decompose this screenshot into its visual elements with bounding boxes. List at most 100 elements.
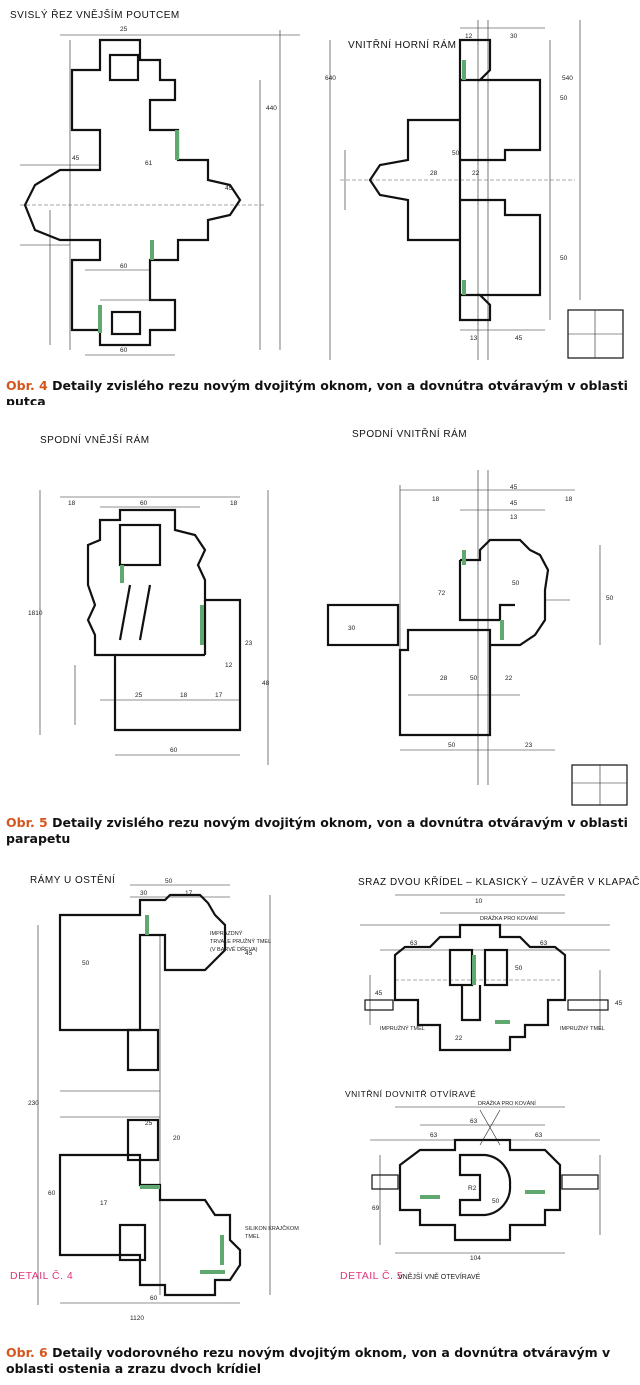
svg-text:SILIKON KRAJČKOM: SILIKON KRAJČKOM — [245, 1225, 299, 1232]
svg-text:12: 12 — [225, 662, 233, 669]
svg-text:48: 48 — [262, 680, 270, 687]
fig5-left-label: SPODNÍ VNĚJŠÍ RÁM — [40, 433, 150, 446]
fig4-left-label: SVISLÝ ŘEZ VNĚJŠÍM POUTCEM — [10, 8, 180, 21]
fig6-bottom-note: VNĚJŠÍ VNĚ OTEVÍRAVÉ — [398, 1272, 481, 1281]
figure-5-svg: SPODNÍ VNĚJŠÍ RÁM SPODNÍ VNITŘNÍ RÁM 18 … — [28, 427, 628, 806]
svg-text:50: 50 — [470, 675, 478, 682]
svg-text:17: 17 — [100, 1200, 108, 1207]
fig6-left-label: RÁMY U OSTĚNÍ — [30, 873, 115, 886]
svg-text:50: 50 — [560, 95, 568, 102]
figure-5-number: Obr. 5 — [6, 815, 48, 830]
fig6-left-detail: 50 30 17 50 17 60 60 1120 230 25 20 45 I… — [28, 878, 299, 1322]
fig6-right-detail-bottom: DRÁŽKA PRO KOVÁNÍ 63 63 63 R2 50 104 69 — [370, 1099, 601, 1262]
svg-text:60: 60 — [120, 263, 128, 270]
svg-text:60: 60 — [120, 347, 128, 354]
svg-text:10: 10 — [475, 898, 483, 905]
figure-5-caption-text: Detaily zvislého rezu novým dvojitým okn… — [6, 815, 628, 846]
svg-text:18: 18 — [432, 496, 440, 503]
svg-text:640: 640 — [325, 75, 336, 82]
svg-text:104: 104 — [470, 1255, 481, 1262]
svg-text:50: 50 — [448, 742, 456, 749]
svg-text:45: 45 — [245, 950, 253, 957]
svg-text:IMPRUŽNÝ TMEL: IMPRUŽNÝ TMEL — [380, 1024, 425, 1032]
figure-5-drawing: SPODNÍ VNĚJŠÍ RÁM SPODNÍ VNITŘNÍ RÁM 18 … — [0, 405, 640, 807]
svg-text:50: 50 — [492, 1198, 500, 1205]
svg-text:540: 540 — [562, 75, 573, 82]
svg-text:63: 63 — [430, 1132, 438, 1139]
fig5-right-detail: 18 45 45 18 13 50 28 50 22 50 23 30 50 7… — [326, 470, 628, 806]
figure-6-drawing: RÁMY U OSTĚNÍ SRAZ DVOU KŘÍDEL – KLASICK… — [0, 855, 640, 1325]
svg-text:45: 45 — [510, 484, 518, 491]
svg-text:18: 18 — [68, 500, 76, 507]
svg-text:25: 25 — [120, 26, 128, 33]
figure-6-caption: Obr. 6 Detaily vodorovného rezu novým dv… — [6, 1345, 632, 1377]
svg-text:20: 20 — [173, 1135, 181, 1142]
svg-text:13: 13 — [510, 514, 518, 521]
fig5-right-label: SPODNÍ VNITŘNÍ RÁM — [352, 427, 467, 440]
svg-text:22: 22 — [472, 170, 480, 177]
svg-text:25: 25 — [145, 1120, 153, 1127]
detail-4-label: DETAIL Č. 4 — [10, 1269, 73, 1282]
svg-text:63: 63 — [410, 940, 418, 947]
fig5-left-detail: 18 60 18 25 18 17 60 23 48 12 1810 — [28, 490, 270, 765]
svg-text:(V BARVĚ DŘEVA): (V BARVĚ DŘEVA) — [210, 945, 258, 953]
svg-text:50: 50 — [560, 255, 568, 262]
fig6-right-detail-top: 10 DRÁŽKA PRO KOVÁNÍ 63 63 50 IMPRUŽNÝ T… — [360, 894, 623, 1052]
figure-6-svg: RÁMY U OSTĚNÍ SRAZ DVOU KŘÍDEL – KLASICK… — [10, 873, 640, 1322]
svg-text:440: 440 — [266, 105, 277, 112]
svg-text:30: 30 — [510, 33, 518, 40]
svg-text:TRVALE PRUŽNÝ TMEL: TRVALE PRUŽNÝ TMEL — [210, 937, 271, 945]
svg-text:17: 17 — [215, 692, 223, 699]
svg-text:45: 45 — [72, 155, 80, 162]
svg-text:63: 63 — [540, 940, 548, 947]
svg-text:22: 22 — [455, 1035, 463, 1042]
svg-text:230: 230 — [28, 1100, 39, 1107]
figure-4-drawing: SVISLÝ ŘEZ VNĚJŠÍM POUTCEM VNITŘNÍ HORNÍ… — [0, 0, 640, 365]
svg-text:1810: 1810 — [28, 610, 43, 617]
svg-text:DRÁŽKA PRO KOVÁNÍ: DRÁŽKA PRO KOVÁNÍ — [480, 914, 538, 922]
svg-text:60: 60 — [150, 1295, 158, 1302]
svg-text:50: 50 — [82, 960, 90, 967]
fig6-right-label: SRAZ DVOU KŘÍDEL – KLASICKÝ – UZÁVĚR V K… — [358, 875, 640, 888]
svg-text:45: 45 — [375, 990, 383, 997]
fig4-left-detail: 45 25 61 60 60 45 440 — [20, 26, 300, 356]
svg-text:63: 63 — [535, 1132, 543, 1139]
svg-text:45: 45 — [515, 335, 523, 342]
svg-text:30: 30 — [348, 625, 356, 632]
svg-text:13: 13 — [470, 335, 478, 342]
fig4-right-label: VNITŘNÍ HORNÍ RÁM — [348, 38, 457, 51]
figure-4-number: Obr. 4 — [6, 378, 48, 393]
figure-6-number: Obr. 6 — [6, 1345, 48, 1360]
svg-text:45: 45 — [510, 500, 518, 507]
fig4-right-detail: 12 30 13 45 50 28 22 50 50 540 640 — [325, 20, 624, 360]
detail-5-label: DETAIL Č. 5 — [340, 1269, 403, 1282]
svg-text:12: 12 — [465, 33, 473, 40]
svg-text:1120: 1120 — [130, 1315, 144, 1322]
svg-text:30: 30 — [140, 890, 148, 897]
svg-text:22: 22 — [505, 675, 513, 682]
svg-text:18: 18 — [230, 500, 238, 507]
svg-text:61: 61 — [145, 160, 153, 167]
svg-text:72: 72 — [438, 590, 446, 597]
figure-4-svg: SVISLÝ ŘEZ VNĚJŠÍM POUTCEM VNITŘNÍ HORNÍ… — [10, 8, 624, 360]
svg-text:23: 23 — [245, 640, 253, 647]
svg-text:R2: R2 — [468, 1185, 477, 1192]
svg-text:18: 18 — [565, 496, 573, 503]
svg-text:28: 28 — [430, 170, 438, 177]
figure-5-caption: Obr. 5 Detaily zvislého rezu novým dvoji… — [6, 815, 632, 847]
svg-text:28: 28 — [440, 675, 448, 682]
svg-text:50: 50 — [452, 150, 460, 157]
svg-text:18: 18 — [180, 692, 188, 699]
svg-text:60: 60 — [170, 747, 178, 754]
svg-text:50: 50 — [165, 878, 173, 885]
svg-text:IMPRÁZDNÝ: IMPRÁZDNÝ — [210, 930, 243, 937]
svg-text:50: 50 — [606, 595, 614, 602]
svg-text:DRÁŽKA PRO KOVÁNÍ: DRÁŽKA PRO KOVÁNÍ — [478, 1099, 536, 1107]
svg-text:60: 60 — [140, 500, 148, 507]
svg-text:63: 63 — [470, 1118, 478, 1125]
svg-text:45: 45 — [615, 1000, 623, 1007]
svg-text:TMEL: TMEL — [245, 1234, 260, 1240]
figure-6-caption-text: Detaily vodorovného rezu novým dvojitým … — [6, 1345, 611, 1376]
svg-text:50: 50 — [515, 965, 523, 972]
svg-text:50: 50 — [512, 580, 520, 587]
